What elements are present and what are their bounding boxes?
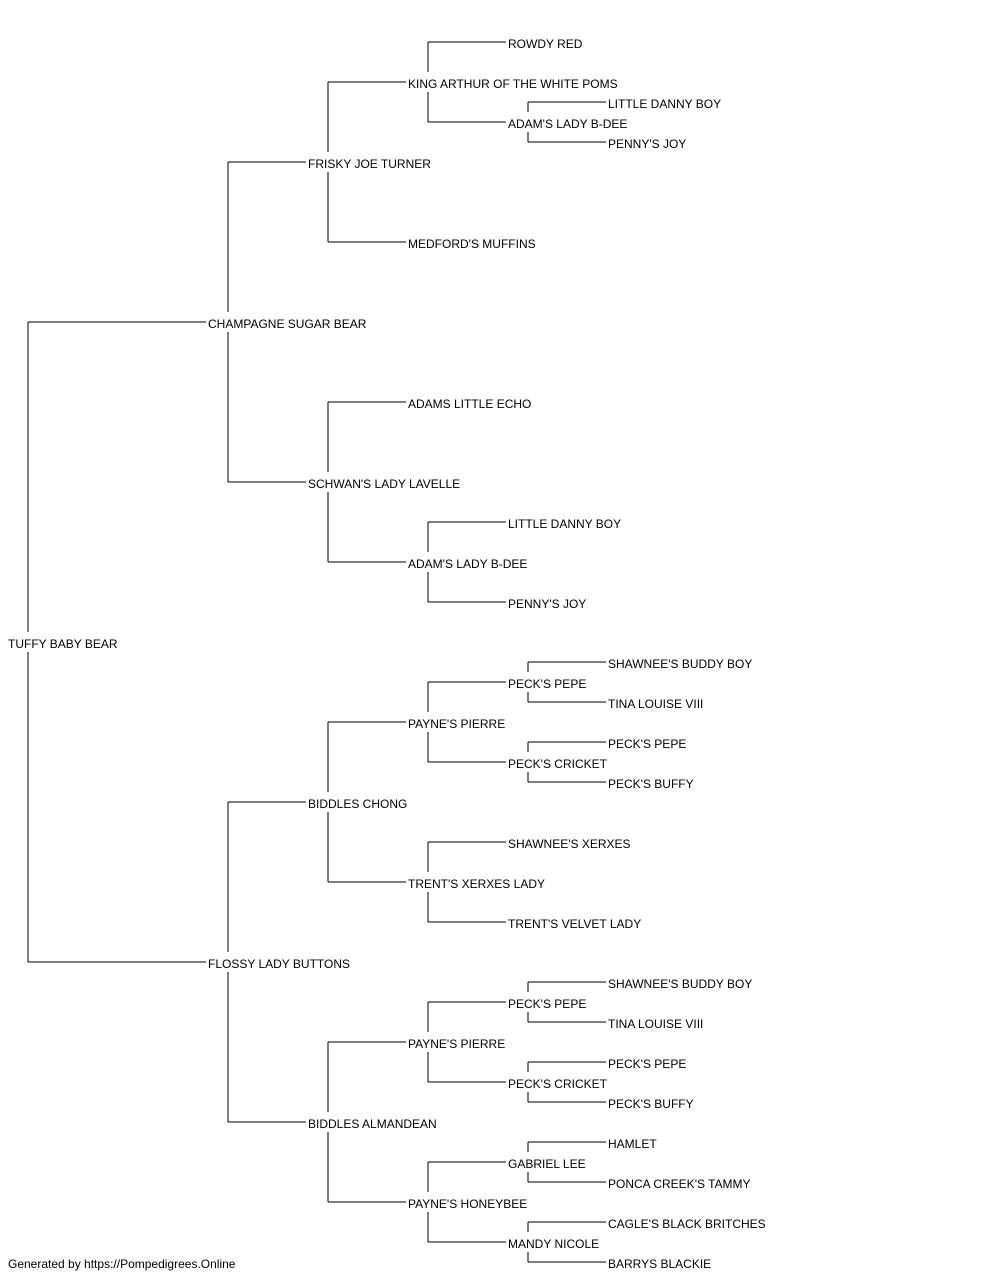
dog-name-schwan-s-lady-lavelle: SCHWAN'S LADY LAVELLE: [308, 477, 460, 491]
dog-name-peck-s-pepe: PECK'S PEPE: [608, 1057, 686, 1071]
dog-name-adam-s-lady-b-dee: ADAM'S LADY B-DEE: [508, 117, 627, 131]
dog-name-frisky-joe-turner: FRISKY JOE TURNER: [308, 157, 431, 171]
dog-name-mandy-nicole: MANDY NICOLE: [508, 1237, 599, 1251]
dog-name-tina-louise-viii: TINA LOUISE VIII: [608, 1017, 703, 1031]
dog-name-biddles-chong: BIDDLES CHONG: [308, 797, 407, 811]
dog-name-shawnee-s-buddy-boy: SHAWNEE'S BUDDY BOY: [608, 657, 752, 671]
dog-name-cagle-s-black-britches: CAGLE'S BLACK BRITCHES: [608, 1217, 766, 1231]
dog-name-payne-s-pierre: PAYNE'S PIERRE: [408, 717, 505, 731]
dog-name-flossy-lady-buttons: FLOSSY LADY BUTTONS: [208, 957, 350, 971]
dog-name-peck-s-buffy: PECK'S BUFFY: [608, 1097, 694, 1111]
dog-name-peck-s-cricket: PECK'S CRICKET: [508, 1077, 608, 1091]
dog-name-tina-louise-viii: TINA LOUISE VIII: [608, 697, 703, 711]
dog-name-barrys-blackie: BARRYS BLACKIE: [608, 1257, 711, 1271]
dog-name-gabriel-lee: GABRIEL LEE: [508, 1157, 586, 1171]
dog-name-hamlet: HAMLET: [608, 1137, 657, 1151]
dog-name-little-danny-boy: LITTLE DANNY BOY: [608, 97, 721, 111]
dog-name-peck-s-pepe: PECK'S PEPE: [508, 997, 586, 1011]
dog-name-adam-s-lady-b-dee: ADAM'S LADY B-DEE: [408, 557, 527, 571]
dog-name-payne-s-honeybee: PAYNE'S HONEYBEE: [408, 1197, 527, 1211]
dog-name-trent-s-velvet-lady: TRENT'S VELVET LADY: [508, 917, 641, 931]
dog-name-penny-s-joy: PENNY'S JOY: [508, 597, 586, 611]
dog-name-shawnee-s-buddy-boy: SHAWNEE'S BUDDY BOY: [608, 977, 752, 991]
dog-name-little-danny-boy: LITTLE DANNY BOY: [508, 517, 621, 531]
dog-name-penny-s-joy: PENNY'S JOY: [608, 137, 686, 151]
dog-name-trent-s-xerxes-lady: TRENT'S XERXES LADY: [408, 877, 545, 891]
dog-name-adams-little-echo: ADAMS LITTLE ECHO: [408, 397, 531, 411]
dog-name-biddles-almandean: BIDDLES ALMANDEAN: [308, 1117, 437, 1131]
dog-name-peck-s-pepe: PECK'S PEPE: [608, 737, 686, 751]
dog-name-peck-s-pepe: PECK'S PEPE: [508, 677, 586, 691]
dog-name-peck-s-cricket: PECK'S CRICKET: [508, 757, 608, 771]
dog-name-ponca-creek-s-tammy: PONCA CREEK'S TAMMY: [608, 1177, 751, 1191]
dog-name-champagne-sugar-bear: CHAMPAGNE SUGAR BEAR: [208, 317, 367, 331]
dog-name-peck-s-buffy: PECK'S BUFFY: [608, 777, 694, 791]
generated-by-footer: Generated by https://Pompedigrees.Online: [8, 1257, 236, 1271]
dog-name-shawnee-s-xerxes: SHAWNEE'S XERXES: [508, 837, 631, 851]
dog-name-payne-s-pierre: PAYNE'S PIERRE: [408, 1037, 505, 1051]
dog-name-king-arthur-of-the-white-poms: KING ARTHUR OF THE WHITE POMS: [408, 77, 618, 91]
dog-name-rowdy-red: ROWDY RED: [508, 37, 583, 51]
dog-name-tuffy-baby-bear: TUFFY BABY BEAR: [8, 637, 118, 651]
dog-name-medford-s-muffins: MEDFORD'S MUFFINS: [408, 237, 536, 251]
